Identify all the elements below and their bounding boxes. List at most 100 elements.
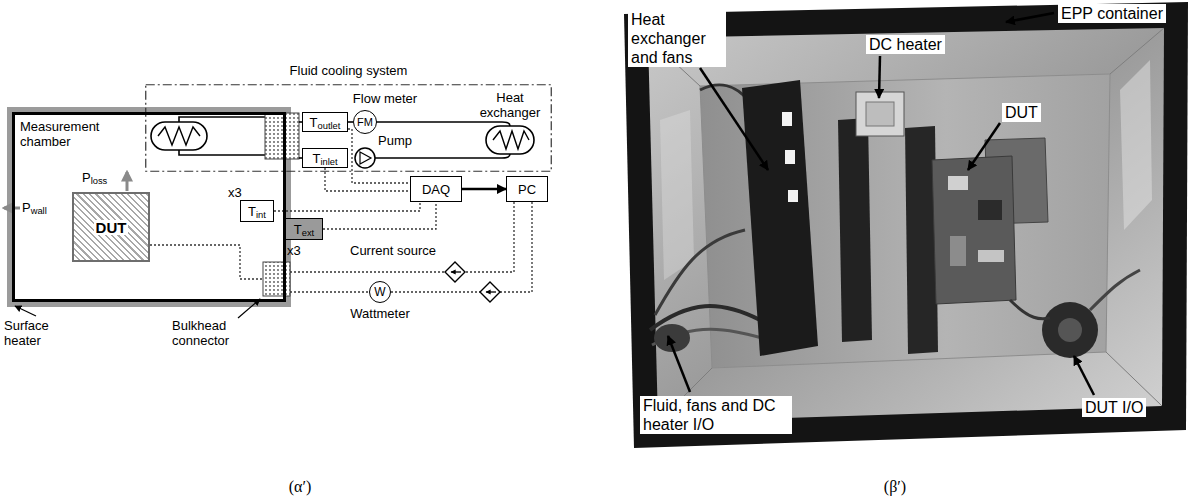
signal-wire	[500, 202, 532, 292]
foil-reflection	[660, 110, 694, 280]
component	[948, 176, 968, 190]
daq-box: DAQ	[410, 176, 462, 202]
signal-wire	[274, 202, 420, 211]
signal-wire	[290, 271, 445, 272]
fan-sticker	[785, 150, 795, 164]
photo-callout: EPP container	[1058, 4, 1166, 23]
bulkhead-connector	[263, 262, 290, 296]
dut-board	[932, 156, 1016, 304]
current-source-symbol	[480, 282, 500, 302]
heat-exchanger-symbol	[486, 126, 534, 154]
fluid-pipe	[375, 154, 510, 158]
leader-arrow	[1006, 13, 1054, 22]
current-arrow	[486, 291, 496, 292]
region-title: Fluid cooling system	[290, 63, 408, 78]
node-label: Text	[294, 222, 314, 237]
photo-callout: DUT	[1002, 103, 1041, 122]
power-label: Pwall	[22, 200, 47, 215]
region-outline	[145, 84, 552, 172]
subscript: outlet	[318, 121, 341, 131]
dut-box: DUT	[72, 192, 150, 262]
component-label: Wattmeter	[350, 306, 409, 321]
pump-triangle	[360, 152, 371, 164]
signal-wire	[465, 202, 514, 272]
fluid-pipe	[179, 150, 265, 155]
leader-arrow	[968, 123, 1000, 170]
system-region: Fluid cooling systemToutletFMTinlet	[145, 84, 552, 172]
surface-heater	[10, 110, 289, 305]
node-label: Toutlet	[310, 115, 341, 130]
signal-wire	[150, 245, 263, 279]
component	[950, 236, 966, 266]
photo-callout: DUT I/O	[1082, 398, 1146, 417]
heat-flow-arrow	[4, 207, 20, 210]
measurement-chamber: Measurement chamberDUT Tint	[12, 112, 286, 302]
component-label: Pump	[378, 133, 412, 148]
component-label: Heat exchanger	[475, 90, 545, 120]
leader-arrow	[1074, 356, 1094, 395]
foil-lining	[648, 28, 1164, 422]
flow-meter-symbol: FM	[353, 110, 377, 134]
leader-arrow	[879, 56, 880, 98]
foil-reflection	[1120, 60, 1152, 230]
sensor-box: Tinlet	[302, 148, 348, 168]
node-label: FM	[357, 115, 373, 130]
sensor-box: Toutlet	[302, 112, 348, 132]
panel-caption: (β′)	[884, 477, 906, 496]
node-label: DUT	[94, 220, 129, 235]
cable	[655, 230, 745, 315]
node-label: Tinlet	[312, 151, 337, 166]
foil-crease	[1110, 28, 1164, 74]
data-arrow	[462, 188, 506, 191]
component	[978, 250, 1004, 262]
pump-symbol	[355, 148, 375, 168]
subscript: inlet	[320, 157, 337, 167]
epp-container	[624, 2, 1188, 448]
mounting-strip	[838, 118, 872, 342]
cable	[1010, 300, 1050, 319]
photo-callout: Heat exchanger and fans	[628, 10, 726, 67]
subscript: loss	[91, 176, 108, 186]
dut-io-connector-core	[1058, 318, 1082, 342]
cable	[1090, 270, 1140, 310]
component-label: Surface heater	[4, 318, 66, 348]
node-label: Tint	[248, 204, 266, 219]
power-label: Ploss	[82, 170, 107, 185]
signal-wire	[290, 291, 369, 292]
pc-box: PC	[506, 176, 548, 202]
node-label: W	[374, 285, 385, 300]
dc-heater-plate	[866, 102, 894, 126]
subscript: ext	[302, 228, 314, 238]
signal-wire	[323, 202, 436, 229]
photo-callout: Fluid, fans and DC heater I/O	[640, 396, 792, 434]
chamber-title: Measurement chamber	[20, 119, 112, 149]
fan-sticker	[782, 112, 792, 126]
sensor-box: Tint	[240, 200, 274, 222]
component-label: Bulkhead connector	[172, 318, 254, 348]
signal-wire	[391, 291, 480, 292]
fluid-pipe	[376, 122, 510, 126]
current-arrow	[451, 271, 461, 272]
photo-callout: DC heater	[866, 35, 945, 54]
wattmeter-symbol: W	[369, 281, 391, 303]
count-label: x3	[287, 243, 301, 258]
node-label: DAQ	[422, 182, 450, 197]
dash-dot-border	[146, 85, 552, 172]
heat-flow-arrow	[126, 172, 129, 191]
component-label: Flow meter	[353, 91, 417, 106]
subscript: int	[256, 210, 266, 220]
heat-exchanger-coil	[493, 131, 529, 149]
heat-exchanger-block	[742, 80, 818, 356]
node-label: PC	[518, 182, 536, 197]
fan-sticker	[788, 190, 798, 202]
component	[978, 200, 1002, 220]
dut-io-connector	[1042, 302, 1098, 358]
bulkhead-connector	[265, 113, 299, 159]
leader-arrow	[700, 68, 768, 170]
count-label: x3	[228, 185, 242, 200]
subscript: wall	[31, 206, 47, 216]
panel-caption: (α′)	[289, 477, 312, 496]
